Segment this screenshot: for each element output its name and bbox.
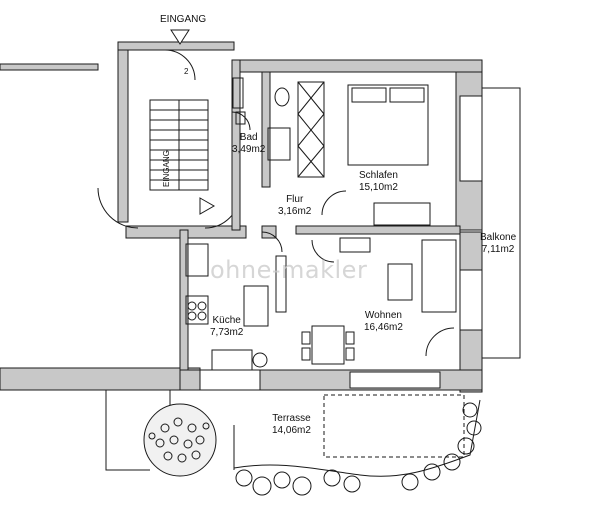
entrance-label: EINGANG: [160, 14, 207, 25]
toilet: [274, 87, 290, 107]
kitchen-stove: [185, 295, 209, 325]
room-area: 7,11m2: [481, 244, 515, 255]
dining-table: [311, 325, 345, 365]
pillow-right: [389, 87, 425, 103]
living-wall-top: [295, 225, 461, 235]
stair-door-swing-left: [97, 187, 139, 229]
stair-wall-top: [117, 41, 235, 51]
entrance-marker-arrow: [170, 29, 190, 45]
room-label-terrasse: Terrasse 14,06m2: [272, 413, 311, 437]
stair-entrance-label: EINGANG: [162, 150, 171, 187]
dining-chair: [301, 331, 311, 345]
stair-wall-left: [117, 41, 129, 223]
kitchen-wall-left: [179, 229, 189, 376]
room-name: Balkone: [480, 232, 517, 243]
room-label-wohnen: Wohnen 16,46m2: [364, 310, 403, 334]
room-name: Flur: [286, 194, 304, 205]
apartment-wall-left-upper: [231, 59, 241, 231]
entrance-arrow: [199, 197, 216, 215]
living-door-swing: [311, 239, 335, 263]
neighbour-wall: [0, 63, 99, 71]
dining-chair: [301, 347, 311, 361]
living-side-window: [459, 269, 483, 331]
kitchen-counter: [275, 255, 287, 313]
room-area: 7,73m2: [210, 327, 244, 338]
terrace-deck: [323, 394, 465, 458]
wardrobe-cross: [297, 81, 325, 178]
stove-burner: [187, 301, 197, 311]
room-label-flur: Flur 3,16m2: [278, 194, 311, 218]
terrace-hedge: [233, 399, 481, 477]
room-name: Bad: [239, 132, 258, 143]
flur-cabinet: [339, 237, 371, 253]
stove-burner: [197, 301, 207, 311]
tree: [143, 403, 217, 477]
living-window-door: [349, 371, 441, 389]
room-name: Terrasse: [272, 413, 311, 424]
bedroom-door-swing: [321, 190, 347, 216]
shower: [267, 127, 291, 161]
room-area: 16,46m2: [364, 322, 403, 333]
stove-burner: [187, 311, 197, 321]
washbasin: [235, 111, 246, 125]
living-door-swing-right: [425, 327, 455, 357]
neighbour-outline: [105, 390, 150, 471]
stove-burner: [197, 311, 207, 321]
bedroom-window: [459, 95, 483, 182]
room-label-schlafen: Schlafen 15,10m2: [359, 170, 398, 194]
kitchen-sink: [211, 349, 253, 371]
room-area: 3,49m2: [232, 144, 266, 155]
watermark: ohne-makler: [210, 256, 368, 284]
kitchen-table: [243, 285, 269, 327]
room-name: Wohnen: [364, 310, 402, 321]
desk: [373, 202, 431, 226]
stair-steps: [150, 100, 208, 190]
room-name: Küche: [212, 315, 241, 326]
bed: [347, 84, 429, 166]
room-area: 3,16m2: [278, 206, 312, 217]
neighbour-wall-bottom: [0, 367, 201, 391]
kitchen-door-swing: [261, 231, 283, 253]
kitchen-unit-top: [185, 243, 209, 277]
stair-step-mark: 2: [184, 67, 189, 76]
coffee-table: [387, 263, 413, 301]
room-label-kueche: Küche 7,73m2: [210, 315, 243, 339]
kitchen-appliance: [252, 352, 268, 368]
room-name: Schlafen: [359, 170, 398, 181]
room-area: 15,10m2: [359, 182, 398, 193]
room-label-balkone: Balkone 7,11m2: [480, 232, 516, 256]
apartment-wall-top: [231, 59, 483, 73]
room-area: 14,06m2: [272, 425, 311, 436]
dining-chair: [345, 347, 355, 361]
pillow-left: [351, 87, 387, 103]
dining-chair: [345, 331, 355, 345]
tree-texture: [148, 417, 210, 463]
wardrobe: [297, 81, 325, 178]
bath-cabinet: [232, 77, 244, 109]
shrubs: [235, 402, 482, 496]
sofa: [421, 239, 457, 313]
kitchen-window: [199, 369, 261, 391]
room-label-bad: Bad 3,49m2: [232, 132, 265, 156]
balcony: [481, 87, 521, 359]
bath-wall: [261, 71, 271, 188]
entrance-door-swing: [164, 49, 196, 81]
